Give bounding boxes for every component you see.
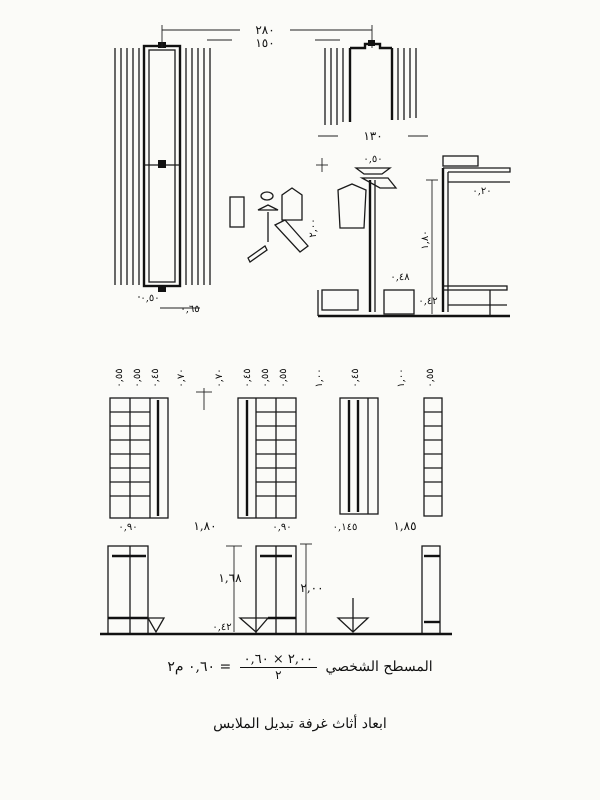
- formula-denominator: ٢: [275, 668, 282, 682]
- svg-text:١,٠٠: ١,٠٠: [396, 368, 407, 387]
- dim-mirror-height: ١,٦٨: [218, 571, 242, 585]
- figure-caption: ابعاد أثاث غرفة تبديل الملابس: [213, 716, 387, 732]
- svg-text:٠,٥٥: ٠,٥٥: [132, 368, 143, 387]
- dim-width-c: ٠,١٤٥: [333, 522, 358, 533]
- dim-total-width: ٢٨٠: [255, 23, 274, 37]
- dim-depth: ٠,٦٥: [180, 304, 199, 315]
- svg-text:٠,٤٥: ٠,٤٥: [242, 368, 253, 387]
- dim-bench-depth: ٠,٤٨: [390, 272, 410, 283]
- svg-text:٠,٤٥: ٠,٤٥: [150, 368, 161, 387]
- dim-reach: ٢,٠٠: [308, 218, 319, 237]
- cabin-plan-left: [114, 42, 211, 292]
- dim-total-height: ٢,٠٠: [300, 581, 323, 595]
- dim-shelf-height: ١,٨٠: [420, 230, 431, 249]
- svg-text:٠,٥٥: ٠,٥٥: [278, 368, 289, 387]
- svg-text:٠,٤٥: ٠,٤٥: [350, 368, 361, 387]
- svg-text:٠,٥٥: ٠,٥٥: [425, 368, 436, 387]
- dim-seat-height: ٠,٤٢: [212, 622, 231, 633]
- cabinet-b: [237, 397, 297, 519]
- dim-height-a: ١,٨٠: [193, 519, 216, 533]
- area-formula: المسطح الشخصي ٢,٠٠ × ٠,٦٠ ٢ = ٠,٦٠ م٢: [0, 652, 600, 682]
- formula-fraction: ٢,٠٠ × ٠,٦٠ ٢: [239, 652, 317, 682]
- svg-text:١,٠٠: ١,٠٠: [314, 368, 325, 387]
- formula-numerator: ٢,٠٠ × ٠,٦٠: [239, 652, 317, 668]
- dim-hook-width: ٠,٥٠: [363, 154, 382, 165]
- dim-small-cabin: ١٣٠: [363, 129, 382, 143]
- clothes-illustration: [229, 187, 309, 263]
- cabin-plan-right: [324, 40, 417, 125]
- svg-text:٠,٥٥: ٠,٥٥: [260, 368, 271, 387]
- bench-and-shelf: [317, 155, 511, 318]
- dim-door: ٠,٥٠: [140, 293, 159, 304]
- dim-width-a: ٠,٩٠: [118, 522, 137, 533]
- cabinet-a: [109, 397, 169, 519]
- dim-height-c: ١,٨٥: [393, 519, 416, 533]
- cabinet-d: [423, 397, 443, 517]
- bench-elevations: [100, 545, 452, 636]
- top-dimension-labels: ٠,٥٥ ٠,٥٥ ٠,٤٥ ٠,٧٠ ٠,٧٠ ٠,٤٥ ٠,٥٥ ٠,٥٥ …: [114, 368, 436, 410]
- formula-label: المسطح الشخصي: [325, 659, 433, 675]
- cabinet-c: [339, 397, 379, 515]
- dim-bench-height: ٠,٤٢: [418, 296, 437, 307]
- dim-shelf-depth: ٠,٢٠: [472, 186, 491, 197]
- formula-result: = ٠,٦٠ م٢: [167, 659, 232, 675]
- dim-cabin-width: ١٥٠: [255, 36, 274, 50]
- svg-text:٠,٧٠: ٠,٧٠: [214, 368, 225, 387]
- coat-stand: [337, 167, 398, 312]
- dim-width-b: ٠,٩٠: [272, 522, 291, 533]
- svg-text:٠,٥٥: ٠,٥٥: [114, 368, 125, 387]
- svg-text:٠,٧٠: ٠,٧٠: [176, 368, 187, 387]
